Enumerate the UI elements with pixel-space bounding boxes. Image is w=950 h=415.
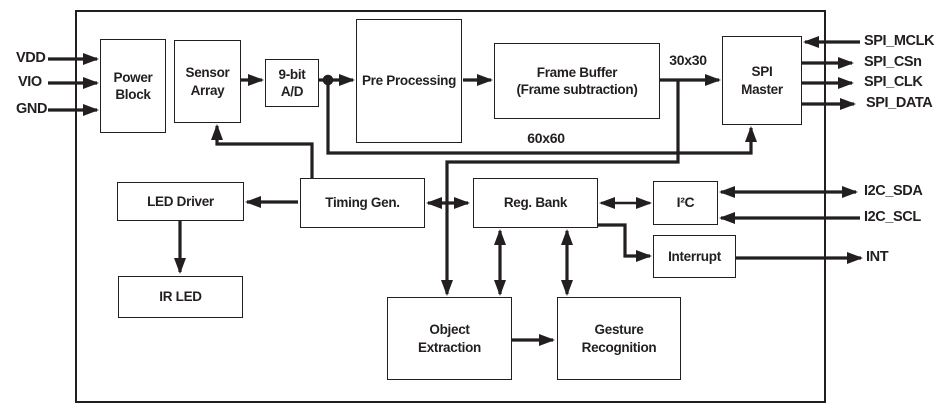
block-adc: 9-bit A/D	[265, 59, 319, 107]
block-pre-processing: Pre Processing	[356, 19, 462, 143]
pin-i2c-scl: I2C_SCL	[864, 209, 921, 225]
pin-vio: VIO	[18, 74, 42, 90]
pin-gnd: GND	[16, 101, 48, 117]
block-ir-led: IR LED	[118, 276, 243, 318]
pin-spi-mclk: SPI_MCLK	[864, 33, 935, 49]
pin-vdd: VDD	[16, 50, 46, 66]
block-frame-buffer: Frame Buffer (Frame subtraction)	[494, 43, 660, 119]
block-sensor-array: Sensor Array	[174, 40, 241, 123]
block-i2c: I²C	[653, 181, 718, 225]
block-gesture-recognition: Gesture Recognition	[557, 297, 681, 380]
wire-branch-to-object-extraction	[441, 80, 680, 296]
pin-i2c-sda: I2C_SDA	[864, 183, 923, 199]
pin-int: INT	[866, 249, 889, 265]
pin-spi-data: SPI_DATA	[866, 95, 933, 111]
pin-spi-csn: SPI_CSn	[864, 54, 922, 70]
block-object-extraction: Object Extraction	[387, 297, 512, 380]
bus-label-60x60: 60x60	[527, 130, 565, 146]
wire-timing-to-sensorarray	[211, 124, 314, 178]
block-reg-bank: Reg. Bank	[473, 178, 598, 228]
bus-label-30x30: 30x30	[669, 52, 707, 68]
wire-regbank-to-interrupt	[598, 223, 652, 262]
block-power: Power Block	[100, 39, 166, 133]
block-timing-gen: Timing Gen.	[300, 178, 425, 228]
block-interrupt: Interrupt	[653, 235, 736, 278]
block-spi-master: SPI Master	[722, 36, 802, 125]
wire-adc-to-spi-60x60	[326, 80, 757, 155]
block-led-driver: LED Driver	[117, 182, 244, 221]
pin-spi-clk: SPI_CLK	[864, 74, 923, 90]
chip-outline	[75, 10, 826, 403]
